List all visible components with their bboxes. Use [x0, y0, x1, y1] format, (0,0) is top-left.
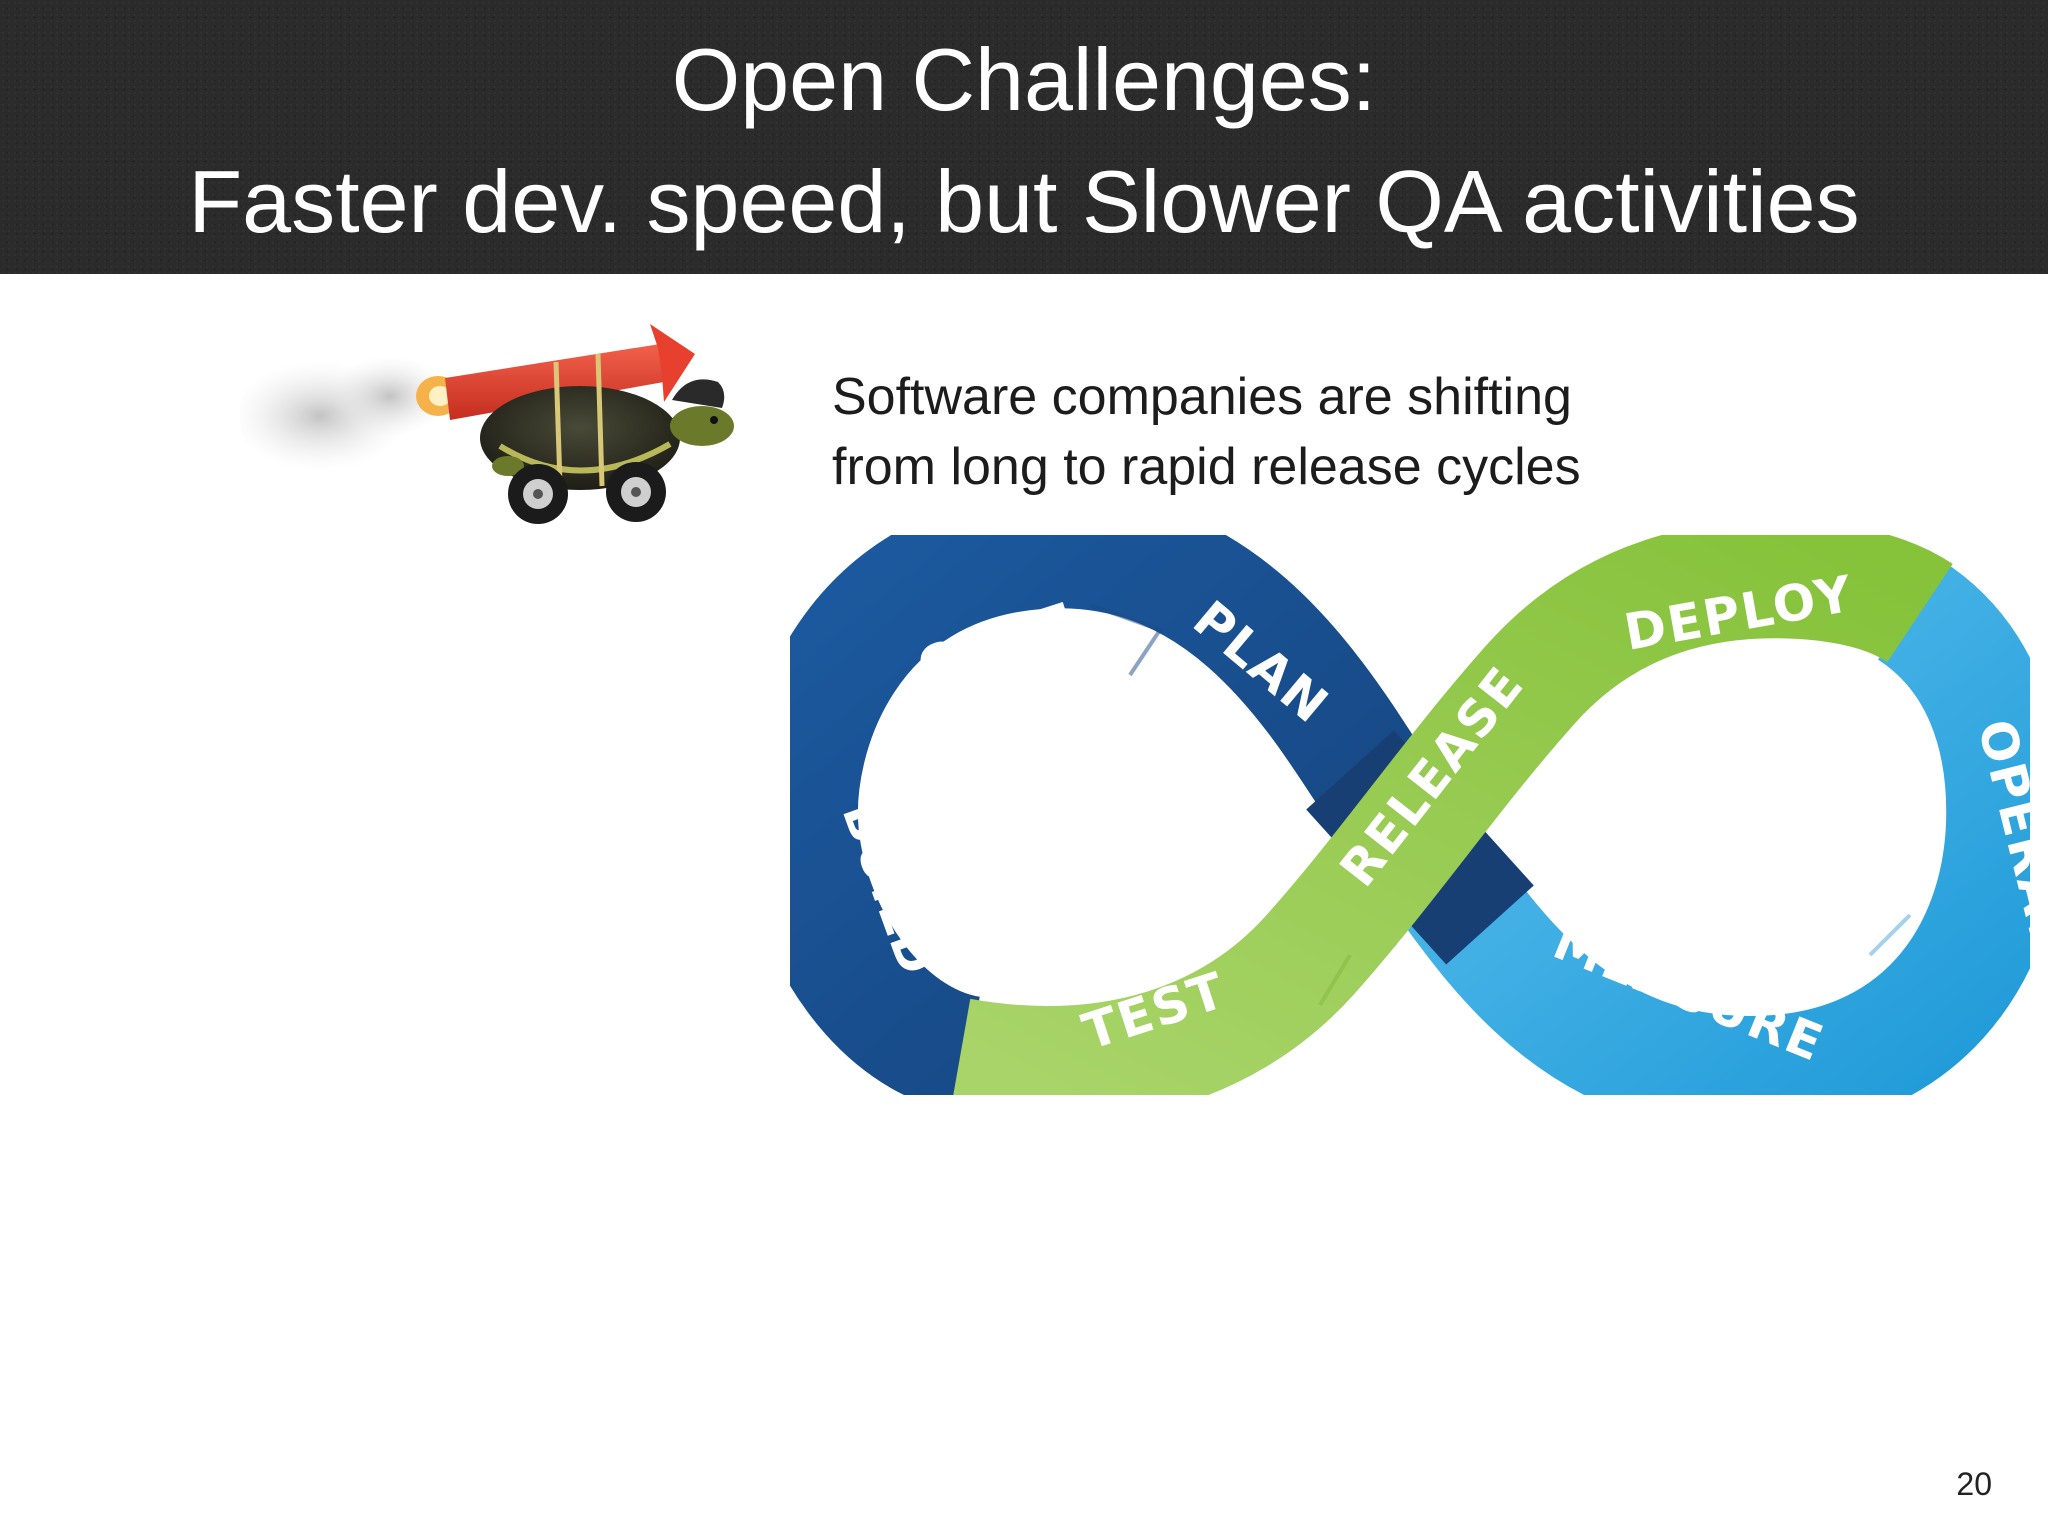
slide-title-line-2: Faster dev. speed, but Slower QA activit… [188, 152, 1860, 251]
turtle-rocket-illustration [240, 324, 734, 524]
subtitle-line-2: from long to rapid release cycles [832, 438, 1581, 496]
slide-title-line-1: Open Challenges: [671, 30, 1377, 129]
devops-infinity-diagram: CODE PLAN BUILD TEST RELEASE DEPLOY OPER… [790, 535, 2030, 1095]
subtitle-text: Software companies are shifting from lon… [832, 362, 1732, 502]
page-number: 20 [1956, 1466, 1992, 1502]
green-segment [953, 535, 1953, 1095]
dark-blue-segment [790, 535, 1456, 1095]
wheel-icon [508, 462, 666, 524]
title-bar: Open Challenges: Faster dev. speed, but … [0, 0, 2048, 274]
light-blue-segment [1364, 560, 2030, 1095]
subtitle-line-1: Software companies are shifting [832, 368, 1572, 426]
